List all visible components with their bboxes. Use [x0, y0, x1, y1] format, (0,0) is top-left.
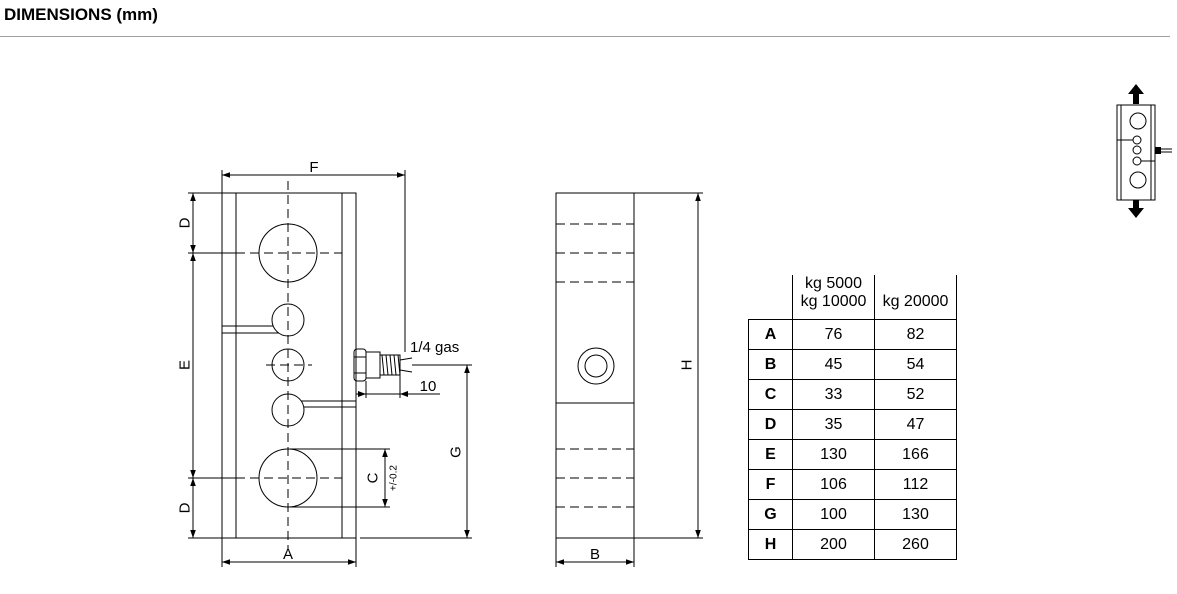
- row-value-5000-10000: 35: [792, 409, 875, 440]
- row-value-5000-10000: 33: [792, 379, 875, 410]
- row-label: B: [748, 349, 793, 380]
- table-row: G 100 130: [748, 499, 957, 530]
- label-c-tolerance: +/-0.2: [389, 465, 400, 491]
- table-row: F 106 112: [748, 469, 957, 500]
- load-direction-icon: [1116, 84, 1172, 218]
- dimensions-table: kg 5000 kg 10000 kg 20000 A 76 82 B 45 5…: [748, 275, 957, 560]
- icon-bottom-hole: [1129, 171, 1147, 189]
- front-body-outline: [221, 192, 357, 539]
- icon-top-hole: [1129, 112, 1147, 130]
- table-header-row: kg 5000 kg 10000 kg 20000: [748, 275, 957, 320]
- icon-gauge-hole-1: [1132, 135, 1142, 145]
- arrow-10-left: [358, 391, 366, 397]
- row-value-20000: 52: [874, 379, 957, 410]
- row-value-20000: 130: [874, 499, 957, 530]
- icon-body: [1116, 104, 1156, 201]
- header-kg-20000: kg 20000: [882, 293, 949, 310]
- label-a: A: [283, 546, 293, 563]
- row-value-5000-10000: 106: [792, 469, 875, 500]
- label-f: F: [309, 159, 318, 176]
- row-value-20000: 54: [874, 349, 957, 380]
- row-label: A: [748, 319, 793, 350]
- row-value-20000: 166: [874, 439, 957, 470]
- arrow-10-right: [400, 391, 408, 397]
- label-thread: 1/4 gas: [410, 339, 459, 356]
- row-label: F: [748, 469, 793, 500]
- side-body-outline: [555, 192, 635, 539]
- table-row: A 76 82: [748, 319, 957, 350]
- label-g: G: [448, 446, 465, 458]
- row-label: C: [748, 379, 793, 410]
- table-row: D 35 47: [748, 409, 957, 440]
- row-label: G: [748, 499, 793, 530]
- label-thread-length: 10: [420, 378, 437, 395]
- row-value-5000-10000: 130: [792, 439, 875, 470]
- tension-arrow-down-icon: [1128, 200, 1144, 218]
- row-value-20000: 260: [874, 529, 957, 560]
- cable-wire-upper: [399, 357, 413, 361]
- header-capacity-20000: kg 20000: [874, 275, 957, 320]
- tension-arrow-up-icon: [1128, 84, 1144, 104]
- title-rule: [0, 36, 1170, 37]
- label-e: E: [177, 360, 194, 370]
- icon-connector: [1155, 147, 1161, 154]
- row-value-5000-10000: 76: [792, 319, 875, 350]
- side-connector-outer: [577, 347, 615, 385]
- row-value-20000: 112: [874, 469, 957, 500]
- row-value-20000: 82: [874, 319, 957, 350]
- header-kg-10000: kg 10000: [800, 293, 867, 310]
- table-row: C 33 52: [748, 379, 957, 410]
- header-capacity-5000-10000: kg 5000 kg 10000: [792, 275, 875, 320]
- icon-gauge-hole-2: [1132, 145, 1142, 155]
- front-view: D E D F A 1/4 gas 10: [177, 159, 472, 567]
- label-h: H: [679, 360, 696, 371]
- row-label: E: [748, 439, 793, 470]
- table-row: B 45 54: [748, 349, 957, 380]
- label-d-bottom: D: [177, 502, 194, 513]
- label-c: C: [365, 472, 382, 483]
- side-connector-inner: [584, 354, 608, 378]
- page-title: DIMENSIONS (mm): [4, 5, 158, 24]
- header-kg-5000: kg 5000: [805, 275, 862, 292]
- table-row: H 200 260: [748, 529, 957, 560]
- cable-wire-lower: [399, 369, 413, 373]
- icon-gauge-hole-3: [1132, 156, 1142, 166]
- label-b: B: [590, 546, 600, 563]
- row-value-20000: 47: [874, 409, 957, 440]
- label-d-top: D: [177, 217, 194, 228]
- row-label: D: [748, 409, 793, 440]
- table-row: E 130 166: [748, 439, 957, 470]
- side-view: B H: [555, 192, 703, 567]
- cable-connector: [353, 348, 413, 382]
- connector-thread-lines: [381, 354, 401, 376]
- row-value-5000-10000: 200: [792, 529, 875, 560]
- connector-body: [365, 351, 381, 379]
- row-value-5000-10000: 45: [792, 349, 875, 380]
- table-corner-cell: [748, 275, 793, 320]
- row-value-5000-10000: 100: [792, 499, 875, 530]
- row-label: H: [748, 529, 793, 560]
